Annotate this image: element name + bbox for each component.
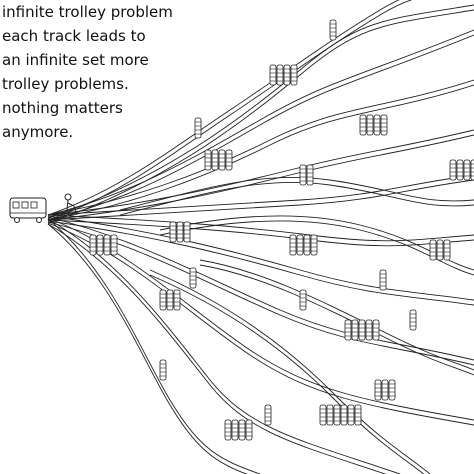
tied-person-icon [89,234,118,256]
tied-person-icon [379,269,387,291]
track-rail [47,134,474,221]
track-rail [199,259,474,371]
track-rail [47,222,474,426]
tied-person-icon [359,114,388,136]
track-rail [47,79,474,216]
tied-person-icon [159,289,181,311]
track-rail [47,215,474,301]
track-rail [47,220,474,306]
caption-line: trolley problems. [2,75,129,93]
tied-person-icon [204,149,233,171]
tied-person-icon [289,234,318,256]
caption-line: each track leads to [2,27,146,45]
tied-person-icon [449,159,474,181]
track-rail [119,181,474,216]
track-rail [47,174,474,216]
tied-person-icon [329,19,337,41]
track-rail [159,220,474,276]
track-rail [47,84,474,221]
track-rail [47,218,401,474]
track-rail [47,216,474,361]
caption-line: infinite trolley problem [2,3,173,21]
tied-person-icon [299,164,314,186]
track-rail [47,29,474,216]
track-rail [199,264,474,376]
track-rail [47,214,474,242]
trolley-icon [9,197,47,223]
tied-person-icon [409,309,417,331]
tied-person-icon [189,267,197,289]
caption-line: nothing matters [2,99,123,117]
tied-person-icon [269,64,298,86]
track-rail [47,217,474,421]
tied-person-icon [159,359,167,381]
track-rail [47,129,474,216]
tied-people [89,19,474,441]
track-rail [149,274,425,474]
tied-person-icon [194,117,202,139]
track-rail [47,223,387,474]
track-rail [47,179,474,221]
caption-line: an infinite set more [2,51,149,69]
track-rail [47,218,261,474]
tied-person-icon [429,239,451,261]
track-rail [47,223,248,474]
tied-person-icon [319,404,362,426]
track-rail [119,176,474,211]
tied-person-icon [169,221,191,243]
tied-person-icon [299,289,307,311]
caption-line: anymore. [2,123,74,141]
tied-person-icon [224,419,253,441]
tied-person-icon [374,379,396,401]
track-rail [149,269,431,474]
caption: infinite trolley problem each track lead… [2,0,202,144]
tied-person-icon [344,319,380,341]
person-icon [62,193,78,218]
track-rail [47,34,474,221]
tied-person-icon [264,404,272,426]
track-rail [47,221,474,366]
